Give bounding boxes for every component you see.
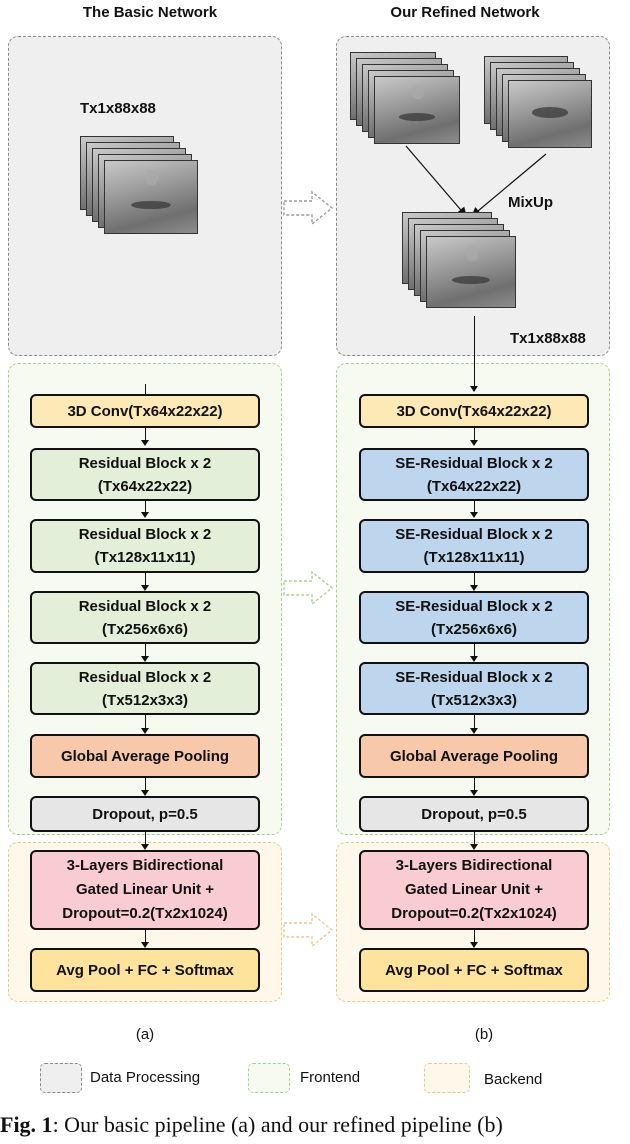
refined-dropout-block: Dropout, p=0.5 bbox=[359, 796, 589, 832]
basic-residual-block-1: Residual Block x 2(Tx64x22x22) bbox=[30, 448, 260, 501]
arrow-head-icon bbox=[141, 656, 149, 662]
arrow-head-icon bbox=[470, 440, 478, 446]
legend-frontend-label: Frontend bbox=[300, 1069, 361, 1086]
arrow-head-icon bbox=[141, 512, 149, 518]
arrow-head-icon bbox=[470, 844, 478, 850]
arrow-head-icon bbox=[141, 790, 149, 796]
mixup-label: MixUp bbox=[508, 194, 553, 211]
refined-conv3d-block: 3D Conv(Tx64x22x22) bbox=[359, 394, 589, 428]
basic-conv3d-block: 3D Conv(Tx64x22x22) bbox=[30, 394, 260, 428]
arrow-head-icon bbox=[470, 790, 478, 796]
connector bbox=[474, 715, 475, 730]
arrow-head-icon bbox=[141, 440, 149, 446]
refined-se-residual-block-2: SE-Residual Block x 2(Tx128x11x11) bbox=[359, 519, 589, 573]
legend-backend-swatch bbox=[424, 1063, 470, 1093]
connector bbox=[145, 428, 146, 442]
legend-backend-label: Backend bbox=[484, 1071, 543, 1088]
basic-residual-block-3: Residual Block x 2(Tx256x6x6) bbox=[30, 591, 260, 644]
refined-se-residual-block-3: SE-Residual Block x 2(Tx256x6x6) bbox=[359, 591, 589, 644]
refined-se-residual-block-4: SE-Residual Block x 2(Tx512x3x3) bbox=[359, 662, 589, 715]
arrow-head-icon bbox=[470, 942, 478, 948]
basic-network-title: The Basic Network bbox=[82, 4, 218, 21]
sublabel-a: (a) bbox=[135, 1026, 155, 1043]
mixed-dims-label: Tx1x88x88 bbox=[510, 330, 586, 347]
flow-connector bbox=[474, 316, 475, 386]
connector bbox=[145, 832, 146, 846]
refined-network-title: Our Refined Network bbox=[390, 4, 540, 21]
connector bbox=[474, 501, 475, 514]
connector bbox=[474, 573, 475, 587]
basic-global-average-pooling: Global Average Pooling bbox=[30, 734, 260, 778]
refined-global-average-pooling: Global Average Pooling bbox=[359, 734, 589, 778]
hollow-arrow-icon bbox=[283, 912, 334, 948]
arrow-head-icon bbox=[141, 844, 149, 850]
connector bbox=[145, 573, 146, 587]
connector bbox=[474, 832, 475, 846]
input-dims-label: Tx1x88x88 bbox=[80, 100, 156, 117]
refined-classifier-block: Avg Pool + FC + Softmax bbox=[359, 948, 589, 992]
connector bbox=[145, 501, 146, 514]
arrow-head-icon bbox=[141, 942, 149, 948]
arrow-head-icon bbox=[141, 728, 149, 734]
mixup-arrows bbox=[405, 145, 547, 217]
basic-residual-block-4: Residual Block x 2(Tx512x3x3) bbox=[30, 662, 260, 715]
arrow-head-icon bbox=[470, 585, 478, 591]
basic-residual-block-2: Residual Block x 2(Tx128x11x11) bbox=[30, 519, 260, 573]
connector bbox=[145, 715, 146, 730]
connector bbox=[474, 644, 475, 658]
arrow-head-icon bbox=[470, 512, 478, 518]
connector bbox=[145, 384, 146, 394]
arrow-head-icon bbox=[470, 656, 478, 662]
caption-text: : Our basic pipeline (a) and our refined… bbox=[52, 1112, 503, 1137]
legend-data-processing-swatch bbox=[40, 1063, 82, 1093]
sublabel-b: (b) bbox=[474, 1026, 494, 1043]
connector bbox=[145, 930, 146, 944]
legend-frontend-swatch bbox=[248, 1063, 290, 1093]
arrow-head-icon bbox=[470, 728, 478, 734]
arrow-head-icon bbox=[141, 585, 149, 591]
connector bbox=[145, 644, 146, 658]
connector bbox=[145, 778, 146, 792]
basic-classifier-block: Avg Pool + FC + Softmax bbox=[30, 948, 260, 992]
connector bbox=[474, 428, 475, 442]
legend-data-processing-label: Data Processing bbox=[90, 1069, 201, 1086]
connector bbox=[474, 930, 475, 944]
figure-caption: Fig. 1: Our basic pipeline (a) and our r… bbox=[0, 1112, 630, 1138]
refined-se-residual-block-1: SE-Residual Block x 2(Tx64x22x22) bbox=[359, 448, 589, 501]
hollow-arrow-icon bbox=[283, 190, 334, 226]
figure-number: Fig. 1 bbox=[0, 1112, 53, 1137]
connector bbox=[474, 778, 475, 792]
basic-dropout-block: Dropout, p=0.5 bbox=[30, 796, 260, 832]
hollow-arrow-icon bbox=[283, 570, 334, 606]
arrow-head-icon bbox=[470, 386, 478, 392]
